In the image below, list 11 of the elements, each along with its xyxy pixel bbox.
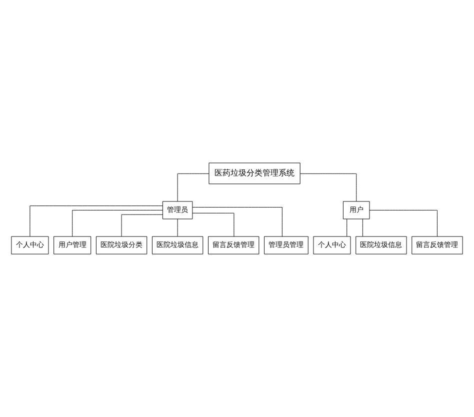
connector xyxy=(192,212,234,237)
connector xyxy=(177,218,178,237)
connector xyxy=(177,173,210,202)
connector xyxy=(369,210,438,237)
connector xyxy=(30,206,163,237)
connector xyxy=(121,214,163,237)
connector xyxy=(300,173,357,202)
connector xyxy=(346,218,348,237)
connector xyxy=(362,218,363,237)
connector xyxy=(72,210,163,237)
connector xyxy=(192,207,282,237)
